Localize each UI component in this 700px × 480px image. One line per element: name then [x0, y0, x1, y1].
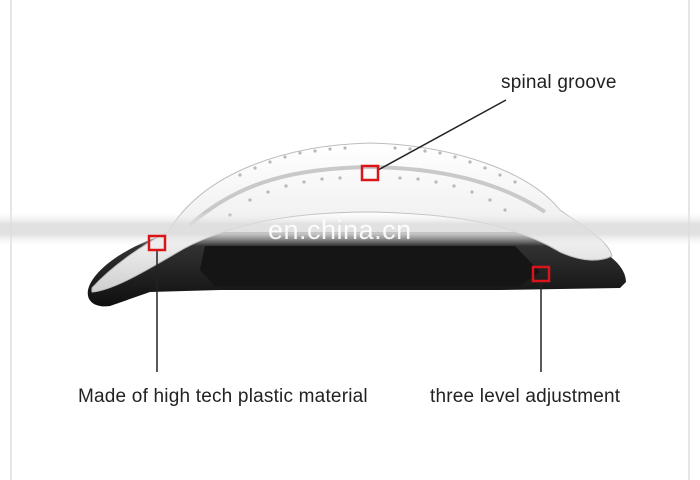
marker-material [147, 234, 167, 252]
stretcher-underside [200, 246, 540, 286]
marker-spinal-groove [360, 164, 380, 182]
watermark: en.china.cn [268, 215, 412, 245]
callout-adjustment: three level adjustment [430, 386, 621, 407]
callout-material: Made of high tech plastic material [78, 386, 368, 407]
callout-spinal-groove: spinal groove [501, 72, 617, 93]
leader-line-groove [377, 99, 507, 171]
marker-adjustment [531, 265, 551, 283]
massage-nubs [228, 146, 517, 217]
watermark-band [0, 212, 700, 246]
